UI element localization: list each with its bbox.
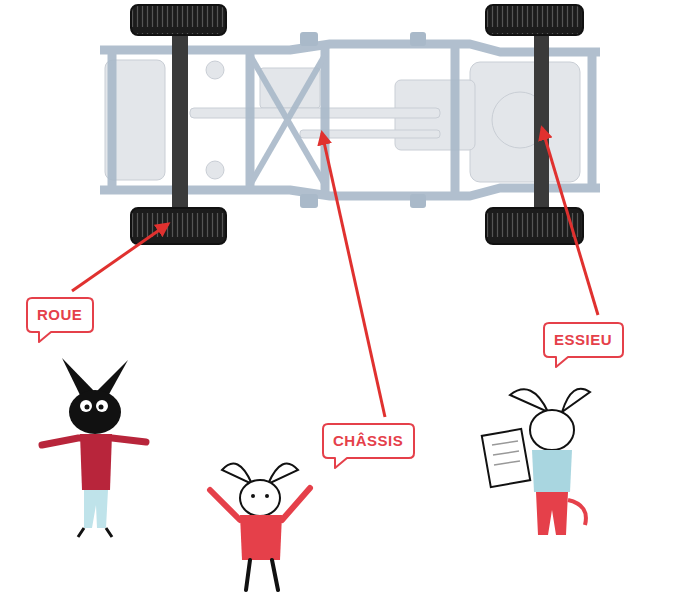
rear-axle (534, 34, 549, 208)
leader-arrows (72, 128, 598, 417)
frame-brackets (300, 32, 426, 208)
character-fox-black (42, 358, 146, 537)
speech-bubble: ESSIEU (543, 322, 624, 358)
front-axle (172, 34, 188, 208)
character-fox-clipboard (482, 389, 590, 535)
bubble-label: ESSIEU (543, 322, 624, 358)
speech-bubble: ROUE (26, 297, 94, 333)
bubble-label: ROUE (26, 297, 94, 333)
bubble-label: CHÂSSIS (322, 423, 415, 459)
character-fox-red (210, 464, 310, 590)
wheels (131, 5, 583, 244)
speech-bubble: CHÂSSIS (322, 423, 415, 459)
